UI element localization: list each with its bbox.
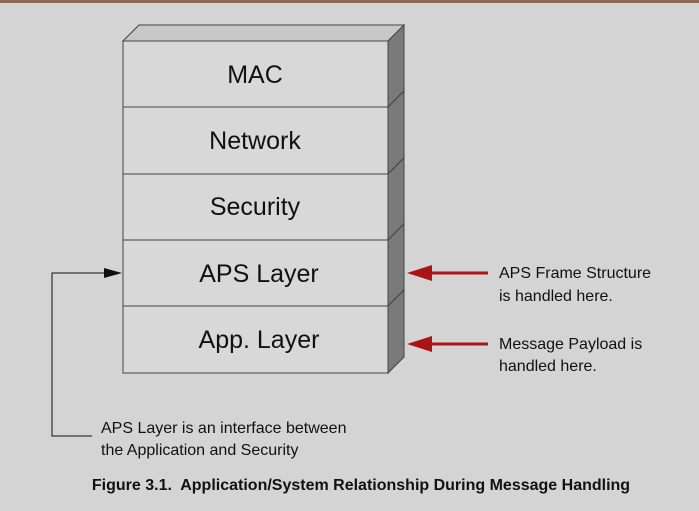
payload-note-line2: handled here. (499, 358, 597, 375)
payload-arrow-head-icon (407, 336, 432, 352)
stack-diagram: MAC Network Security APS Layer App. Laye… (51, 23, 651, 494)
layer-mac: MAC (122, 40, 389, 108)
layer-app-label: App. Layer (199, 326, 320, 354)
layer-app: App. Layer (122, 305, 389, 374)
layer-app-box (122, 305, 389, 374)
stack-top-face (121, 24, 406, 42)
layer-aps-label: APS Layer (199, 260, 319, 288)
aps-frame-note-line2: is handled here. (499, 288, 613, 305)
layer-aps-box (122, 239, 389, 307)
aps-frame-arrow-head-icon (407, 265, 432, 281)
layer-security: Security (122, 173, 389, 241)
layer-mac-label: MAC (227, 61, 283, 89)
layer-mac-box (122, 40, 389, 108)
layer-network-label: Network (209, 127, 301, 155)
aps-frame-arrow (407, 265, 488, 281)
interface-connector-arrow-head-icon (104, 268, 122, 278)
payload-note-line1: Message Payload is (499, 336, 642, 353)
interface-note-line2: the Application and Security (101, 442, 298, 459)
layer-security-label: Security (210, 193, 301, 221)
figure-caption: Figure 3.1. Application/System Relations… (92, 477, 630, 494)
interface-note-line1: APS Layer is an interface between (101, 420, 346, 437)
layer-network: Network (122, 106, 389, 175)
payload-arrow (407, 336, 488, 352)
aps-frame-note-line1: APS Frame Structure (499, 265, 651, 282)
layer-aps: APS Layer (122, 239, 389, 307)
interface-connector-line (51, 272, 104, 437)
interface-connector (51, 268, 122, 437)
